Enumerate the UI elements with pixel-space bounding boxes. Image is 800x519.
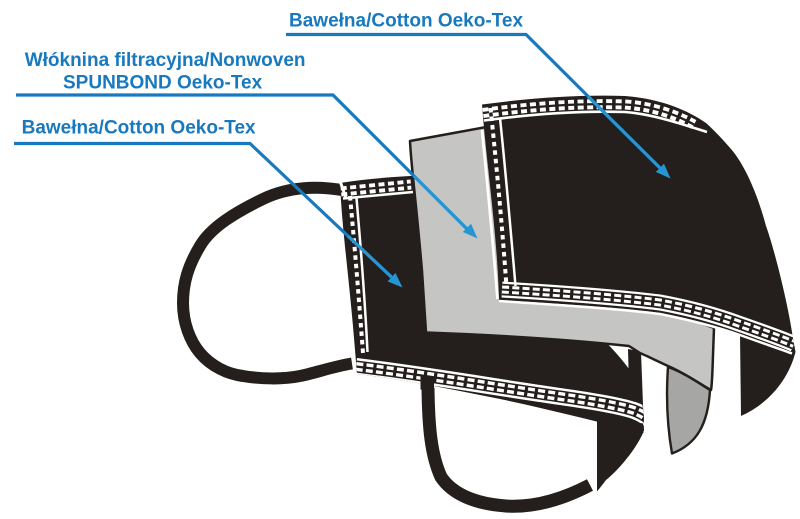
svg-text:Włóknina filtracyjna/Nonwoven: Włóknina filtracyjna/Nonwoven: [25, 50, 306, 71]
svg-text:SPUNBOND Oeko-Tex: SPUNBOND Oeko-Tex: [63, 72, 263, 93]
svg-text:Bawełna/Cotton Oeko-Tex: Bawełna/Cotton Oeko-Tex: [289, 10, 523, 31]
svg-text:Bawełna/Cotton Oeko-Tex: Bawełna/Cotton Oeko-Tex: [22, 117, 256, 138]
